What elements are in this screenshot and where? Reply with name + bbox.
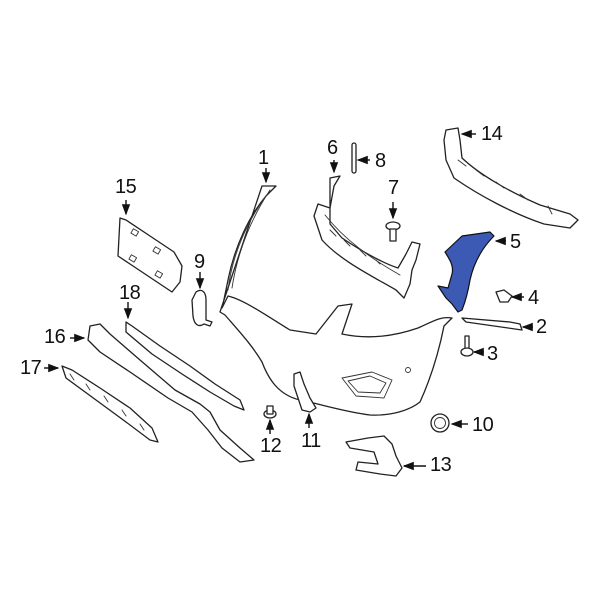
- callout-6[interactable]: 6: [327, 137, 338, 159]
- callout-14[interactable]: 14: [481, 123, 503, 145]
- part-12-push-clip[interactable]: [263, 405, 277, 434]
- part-2-trim-strip[interactable]: [461, 317, 533, 332]
- callout-7[interactable]: 7: [388, 177, 399, 199]
- part-10-sensor[interactable]: [430, 413, 468, 433]
- part-14-energy-absorber[interactable]: [443, 127, 579, 229]
- part-17-lower-trim[interactable]: [44, 363, 159, 443]
- callout-5[interactable]: 5: [510, 231, 521, 253]
- callout-9[interactable]: 9: [194, 251, 205, 273]
- callout-17[interactable]: 17: [20, 357, 42, 379]
- callout-2[interactable]: 2: [536, 316, 547, 338]
- callout-3[interactable]: 3: [487, 343, 498, 365]
- callout-10[interactable]: 10: [472, 414, 494, 436]
- callout-18[interactable]: 18: [119, 282, 141, 304]
- part-8-pin[interactable]: [351, 142, 370, 174]
- part-13-fog-grille[interactable]: [345, 435, 426, 477]
- callout-4[interactable]: 4: [528, 287, 539, 309]
- callout-11[interactable]: 11: [301, 430, 321, 452]
- part-1-bumper-cover[interactable]: [219, 185, 453, 416]
- part-6-upper-reinforcement[interactable]: [313, 160, 421, 299]
- callout-12[interactable]: 12: [260, 435, 282, 457]
- callout-8[interactable]: 8: [375, 150, 386, 172]
- part-3-bolt[interactable]: [460, 335, 484, 357]
- part-15-license-plate-bracket[interactable]: [117, 200, 183, 293]
- part-5-side-bracket-highlighted[interactable]: [437, 231, 506, 313]
- callout-15[interactable]: 15: [115, 176, 137, 198]
- callout-16[interactable]: 16: [44, 326, 66, 348]
- part-18-upper-trim[interactable]: [123, 302, 245, 411]
- part-7-screw[interactable]: [385, 202, 401, 242]
- part-4-clip[interactable]: [495, 289, 524, 303]
- part-16-lower-valance[interactable]: [70, 323, 255, 463]
- callout-13[interactable]: 13: [430, 454, 452, 476]
- part-9-tow-hook-cover[interactable]: [191, 272, 213, 327]
- callout-1[interactable]: 1: [258, 147, 269, 169]
- part-11-lower-bracket[interactable]: [293, 371, 317, 428]
